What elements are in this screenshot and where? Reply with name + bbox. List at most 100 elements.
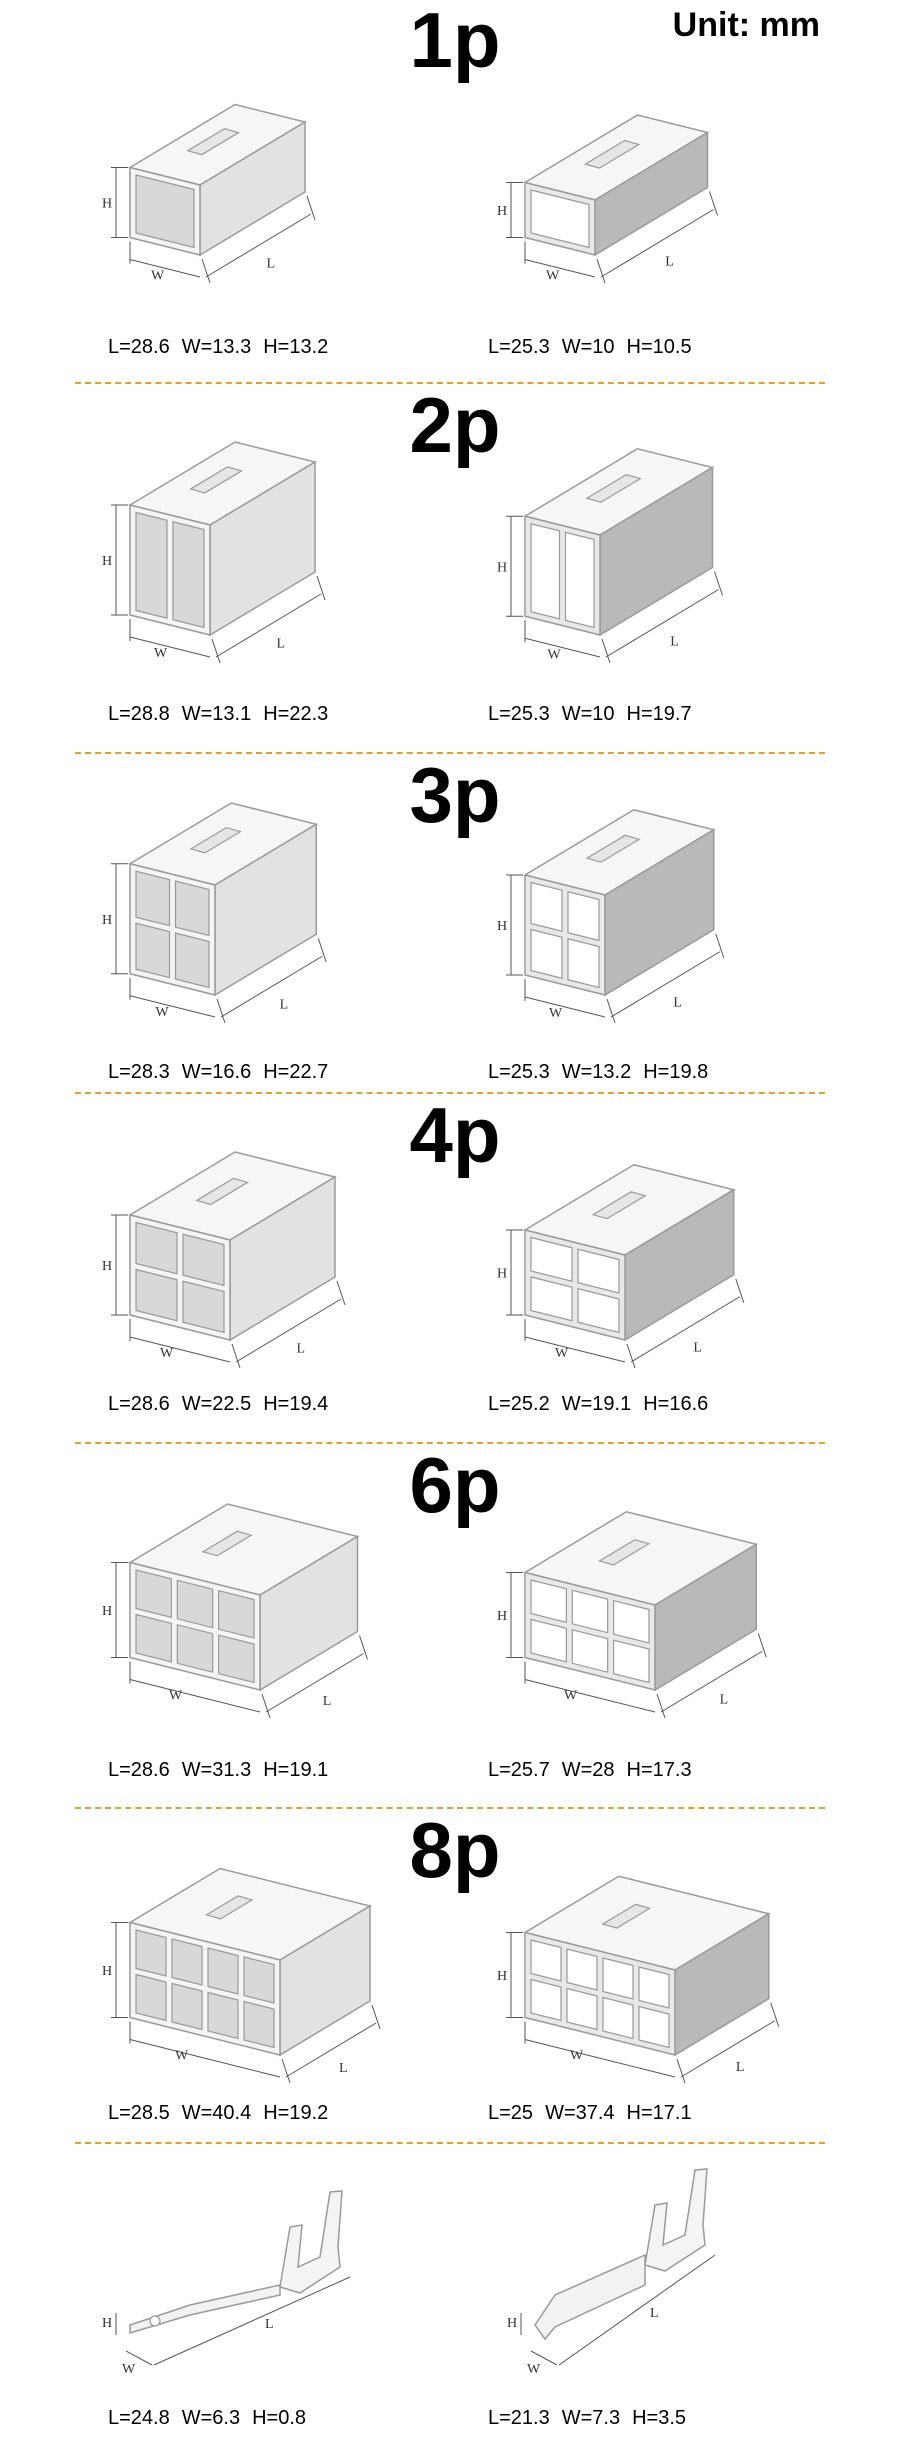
width-dimension-line [524, 259, 596, 278]
length-tick [336, 1280, 346, 1306]
section-separator [75, 1092, 825, 1094]
length-dimension-line [215, 593, 322, 658]
housing-cavity [174, 932, 210, 989]
housing-cavity [135, 1569, 172, 1619]
dim-length: L=25.3 [488, 703, 550, 725]
length-letter: L [267, 257, 276, 272]
dim-length: L=25.3 [488, 1061, 550, 1083]
dim-height: H=19.4 [263, 1393, 329, 1415]
length-dimension-line [558, 2254, 716, 2366]
dim-height: H=17.1 [626, 2102, 692, 2124]
width-letter: W [122, 2362, 136, 2377]
housing-cavity [530, 1236, 573, 1283]
male-housing-drawing: HWL [102, 441, 326, 664]
section-title: 6p [409, 1441, 501, 1529]
section-title: 4p [409, 1091, 501, 1179]
housing-cavity [171, 1938, 203, 1986]
housing-cavity [613, 1639, 650, 1684]
dim-length: L=28.5 [108, 2102, 170, 2124]
length-tick [317, 938, 327, 963]
length-dimension-line [600, 209, 714, 278]
length-letter: L [339, 2061, 348, 2076]
housing-latch [189, 466, 243, 494]
housing-cavity [566, 1987, 598, 2031]
length-tick [606, 998, 616, 1024]
housing-cavity [135, 1221, 178, 1275]
height-letter: H [497, 919, 507, 934]
length-dimension-line [660, 1650, 763, 1713]
length-tick [676, 2058, 686, 2084]
length-letter: L [297, 1342, 306, 1357]
length-tick [596, 258, 606, 284]
unit-label: Unit: mm [672, 6, 820, 44]
height-letter: H [497, 204, 507, 219]
housing-cavity [218, 1589, 255, 1639]
length-dimension-line [235, 1298, 342, 1363]
length-tick [770, 2002, 780, 2027]
dim-length: L=25.3 [488, 336, 550, 358]
length-dimension-line [630, 1296, 741, 1363]
length-dimension-line [220, 955, 323, 1018]
width-dimension-line [129, 1679, 261, 1713]
length-dimension-line [285, 2022, 377, 2078]
housing-cavity [530, 189, 590, 249]
dim-length: L=25 [488, 2102, 534, 2124]
terminal-hole [149, 2315, 161, 2327]
length-tick [656, 1693, 666, 1719]
length-tick [709, 191, 718, 216]
dim-width: W=13.1 [181, 703, 252, 725]
housing-cavity [530, 881, 563, 933]
dim-length: L=28.6 [108, 336, 170, 358]
dim-width: W=6.3 [181, 2407, 241, 2429]
length-tick [626, 1343, 636, 1369]
width-dimension-line [530, 2350, 558, 2366]
section-title: 1p [409, 0, 501, 84]
width-letter: W [555, 1346, 569, 1361]
housing-cavity [207, 1991, 239, 2040]
housing-cavity [207, 1947, 239, 1995]
housing-cavity [135, 174, 195, 249]
dim-height: H=19.1 [263, 1759, 329, 1781]
width-dimension-line [129, 995, 216, 1018]
length-tick [316, 575, 326, 601]
housing-cavity [571, 1629, 609, 1673]
male-terminal-drawing: HWL [102, 2190, 351, 2377]
dim-width: W=10 [561, 336, 615, 358]
housing-cavity [174, 880, 210, 937]
housing-cavity [135, 922, 171, 979]
housing-latch [585, 473, 642, 503]
length-dimension-line [205, 213, 312, 278]
length-letter: L [650, 2306, 659, 2321]
housing-cavity [566, 1948, 598, 1991]
housing-cavity [567, 890, 600, 942]
length-tick [211, 638, 221, 664]
housing-cavity [613, 1599, 650, 1644]
section-title: 2p [409, 381, 501, 469]
dim-width: W=16.6 [181, 1061, 252, 1083]
dim-height: H=16.6 [643, 1393, 709, 1415]
height-letter: H [102, 1604, 112, 1619]
length-tick [201, 258, 211, 284]
height-letter: H [497, 1609, 507, 1624]
length-tick [359, 1635, 368, 1660]
width-letter: W [151, 269, 165, 284]
width-letter: W [564, 1689, 578, 1704]
height-letter: H [507, 2316, 517, 2331]
height-letter: H [102, 197, 112, 212]
dim-width: W=31.3 [181, 1759, 252, 1781]
housing-cavity [577, 1287, 620, 1334]
housing-cavity [638, 2005, 670, 2049]
section-separator [75, 1807, 825, 1809]
length-tick [216, 998, 226, 1024]
